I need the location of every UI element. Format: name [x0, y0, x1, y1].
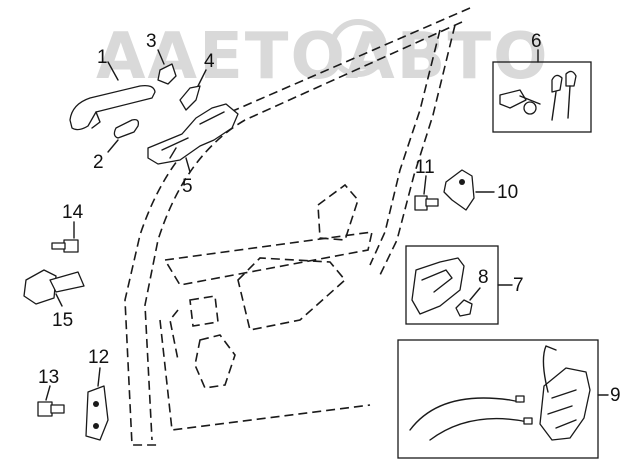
part-13-bolt: [37, 401, 65, 417]
part-9-box: [397, 339, 599, 459]
hinge-hole-2: [93, 423, 99, 429]
part-15-door-check: [23, 269, 85, 305]
callout-7: 7: [513, 275, 524, 296]
door-check-bracket: [23, 269, 57, 305]
leader-1: [107, 61, 119, 81]
part-5-handle-bracket: [147, 103, 239, 165]
watermark-logo-ring: [329, 19, 387, 77]
part-11-bolt: [414, 195, 439, 211]
part-9-lock-assembly: [397, 339, 599, 459]
callout-1: 1: [97, 47, 108, 68]
key-head-2: [565, 70, 577, 87]
door-window-frame-edge-2: [379, 24, 456, 276]
leader-3: [157, 49, 165, 65]
callout-15: 15: [52, 310, 73, 331]
bolt-13-shank: [50, 404, 65, 414]
key-blade-1: [551, 91, 557, 121]
leader-2: [107, 139, 119, 153]
key-cylinder: [499, 89, 527, 109]
outside-handle-detail: [91, 111, 101, 129]
door-hinge-pillar: [169, 309, 179, 361]
part-14-bolt: [51, 239, 79, 253]
cable-end-lower: [523, 417, 533, 425]
handle-bracket-body: [147, 103, 239, 165]
striker-body: [443, 169, 475, 211]
part-6-box: [492, 61, 592, 133]
handle-cover-body: [113, 118, 140, 139]
handle-bracket-ribs: [161, 111, 225, 159]
callout-5: 5: [182, 176, 193, 197]
hinge-hole-1: [93, 401, 99, 407]
callout-11: 11: [415, 157, 435, 178]
part-12-hinge: [85, 385, 109, 441]
part-6-cylinder-keys: [492, 61, 592, 133]
striker-hole: [459, 179, 465, 185]
callout-14: 14: [62, 202, 84, 223]
callout-8: 8: [478, 267, 489, 288]
door-check-arm: [49, 271, 85, 293]
bolt-shank: [425, 198, 439, 207]
part-3-cylinder-cap: [157, 63, 177, 85]
hinge-plate: [85, 385, 109, 441]
inside-handle-bezel: [411, 257, 465, 315]
bolt-14-shank: [51, 242, 66, 250]
callout-12: 12: [88, 347, 109, 368]
bolt-14-head: [63, 239, 79, 253]
lock-rod: [542, 345, 557, 393]
cable-upper: [409, 397, 521, 431]
bolt-head: [414, 195, 428, 211]
leader-13: [45, 385, 51, 401]
door-lower-edge: [159, 319, 371, 431]
callout-6: 6: [531, 31, 542, 52]
bolt-13-head: [37, 401, 53, 417]
door-inner-panel-opening: [237, 257, 347, 331]
part-1-outside-handle: [69, 84, 156, 131]
outside-handle-body: [69, 84, 156, 131]
door-speaker-opening: [194, 334, 236, 389]
inside-handle-lever: [421, 269, 453, 293]
door-upper-opening: [317, 183, 359, 241]
cylinder-rod: [519, 95, 541, 105]
leader-11: [423, 175, 427, 195]
callout-9: 9: [610, 385, 621, 406]
door-window-frame-edge: [369, 29, 441, 266]
callout-2: 2: [93, 152, 104, 173]
part-8-cap: [455, 299, 473, 317]
key-head-1: [551, 74, 563, 93]
part-4-gasket: [179, 85, 201, 111]
leader-5: [185, 157, 191, 173]
cylinder-cap-body: [157, 63, 177, 85]
lock-actuator-ribs: [547, 389, 577, 429]
cap-body: [455, 299, 473, 317]
cable-lower: [429, 417, 529, 441]
leader-4: [197, 69, 207, 87]
callout-4: 4: [204, 51, 215, 72]
part-2-handle-cover: [113, 118, 140, 139]
callout-10: 10: [497, 182, 518, 203]
leader-15: [55, 293, 63, 307]
key-blade-2: [567, 85, 571, 119]
part-10-striker: [443, 169, 475, 211]
cable-end-upper: [515, 395, 525, 403]
door-beltline: [163, 231, 374, 286]
gasket-body: [179, 85, 201, 111]
callout-13: 13: [38, 367, 59, 388]
cylinder-housing: [523, 101, 537, 115]
leader-12: [97, 367, 101, 387]
callout-3: 3: [146, 31, 157, 52]
leader-8: [469, 287, 481, 301]
lock-actuator-body: [539, 367, 591, 441]
door-small-opening: [189, 295, 219, 327]
